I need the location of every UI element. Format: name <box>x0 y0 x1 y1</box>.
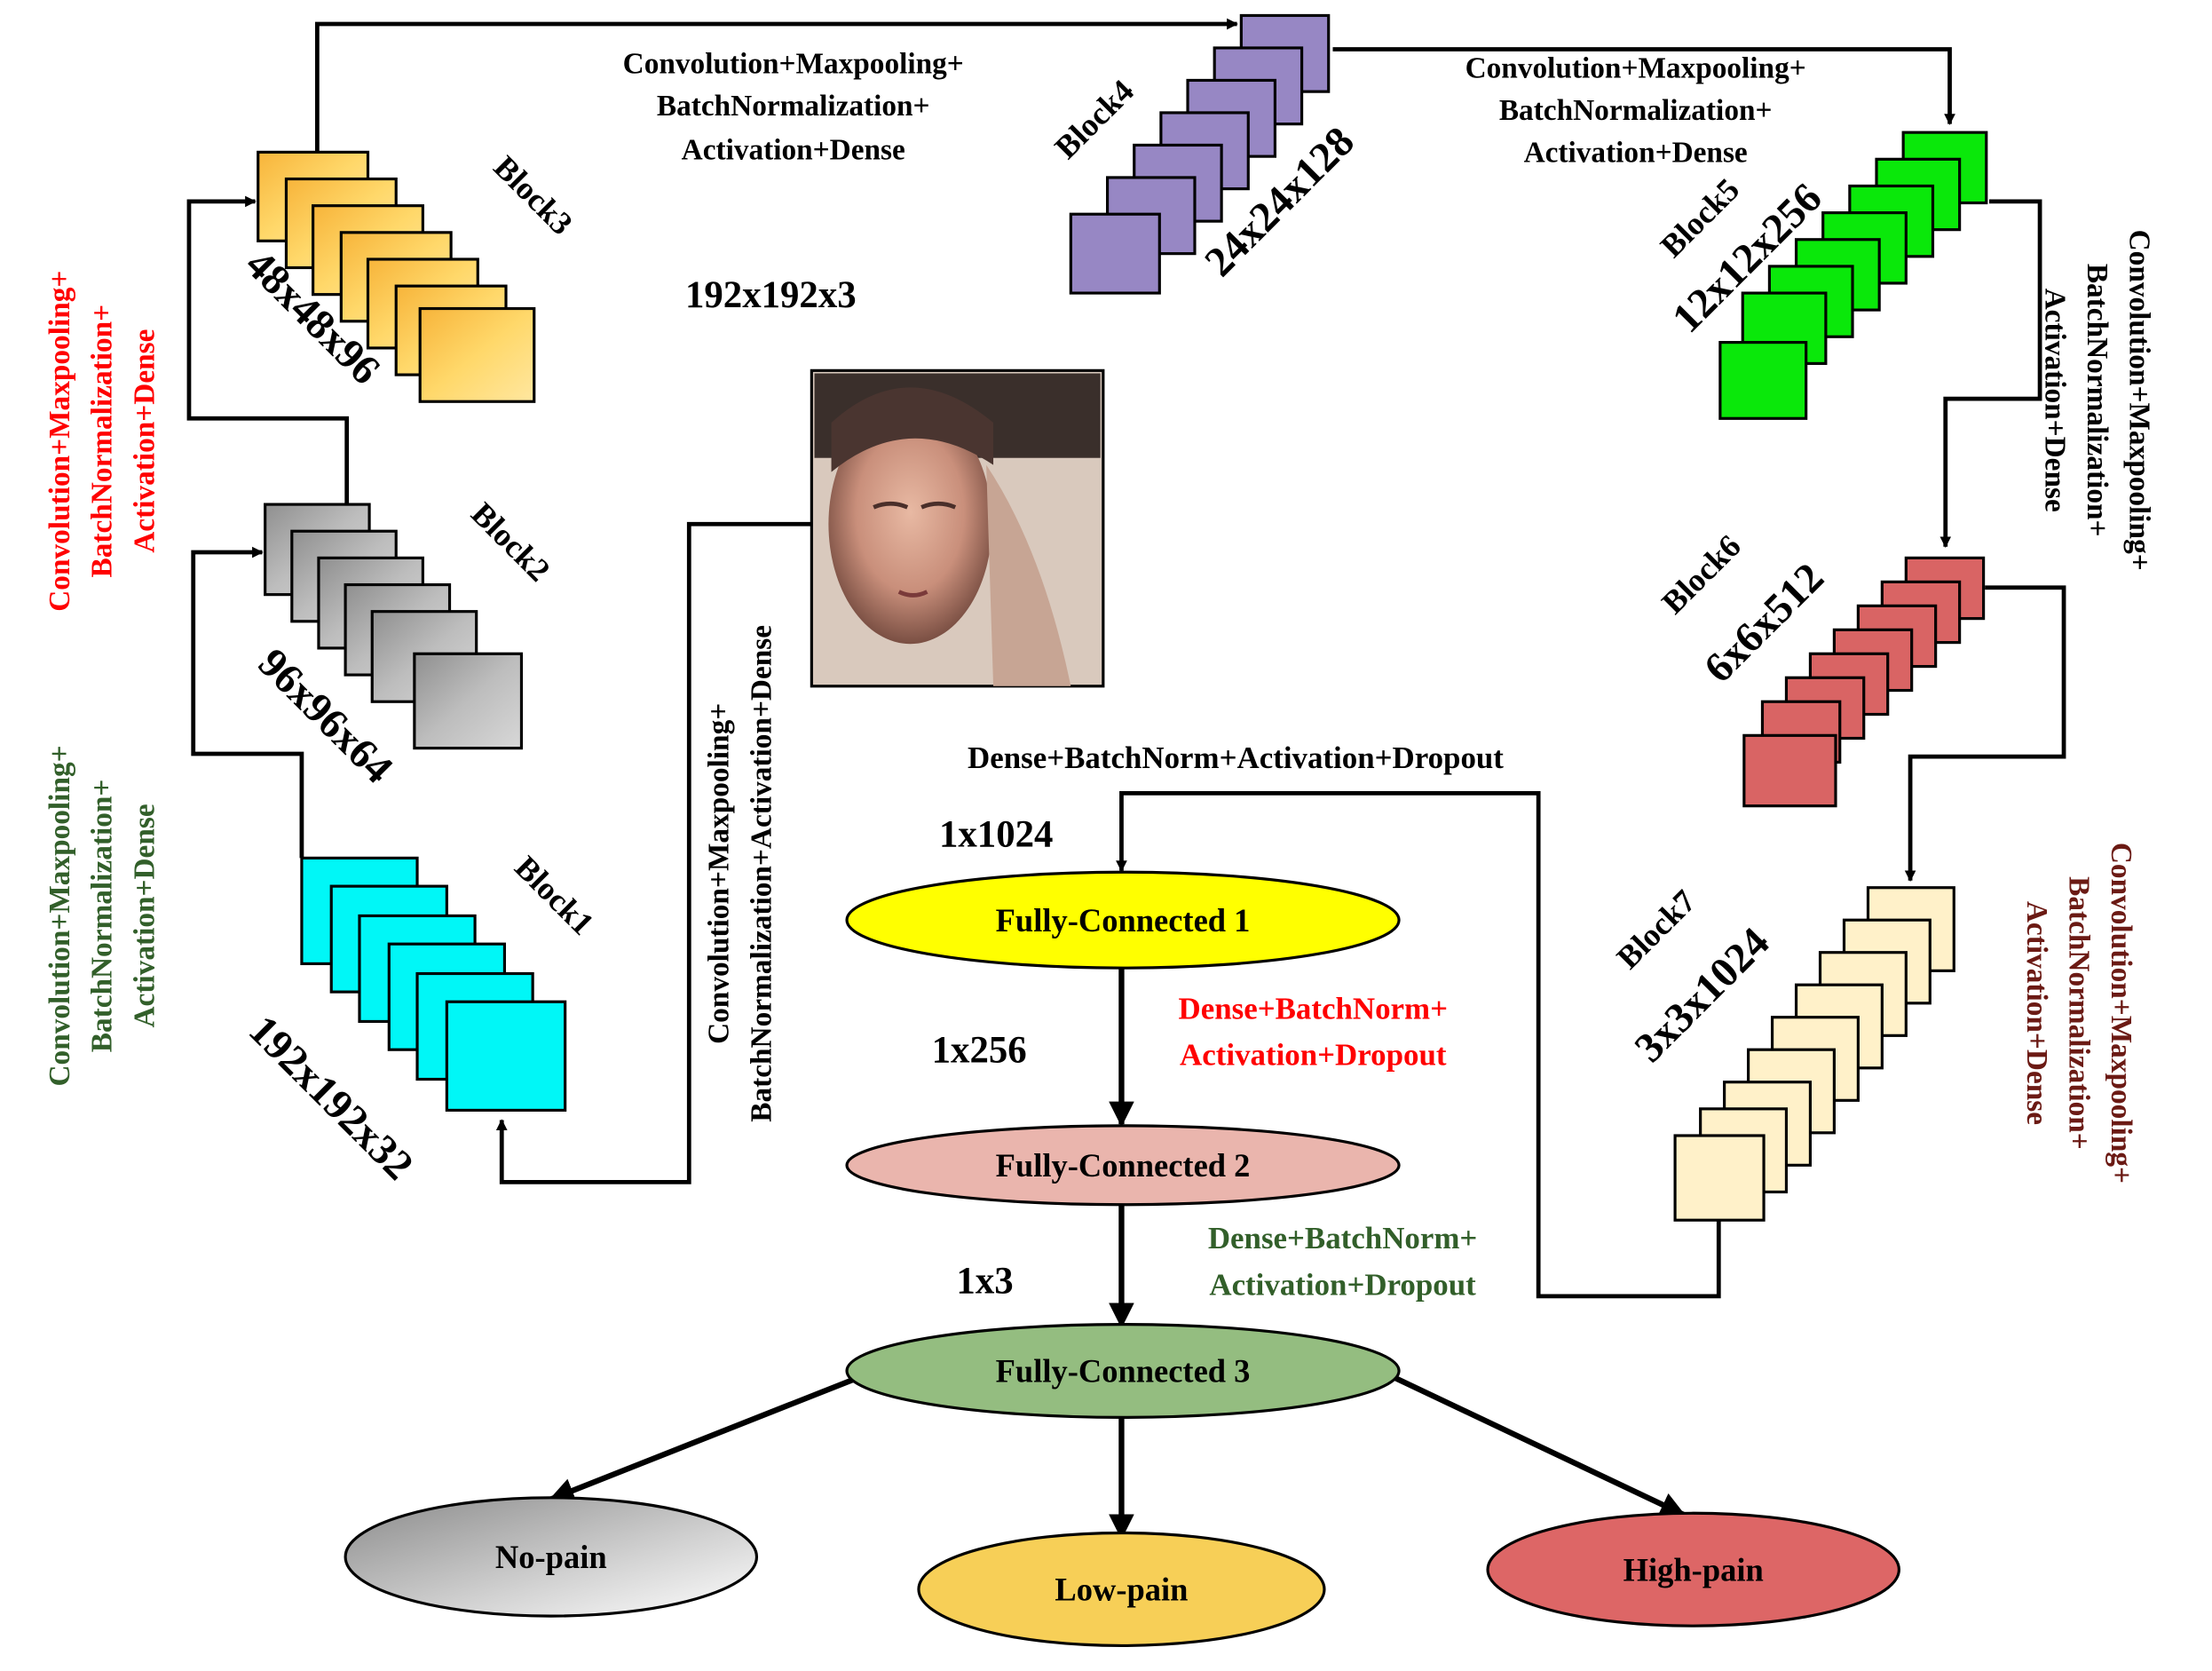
fc3-size: 1x3 <box>956 1261 1013 1303</box>
conv-label-1-2-line1: Convolution+Maxpooling+ <box>43 745 76 1086</box>
dense-label-top: Dense+BatchNorm+Activation+Dropout <box>968 740 1504 775</box>
block3-layer <box>418 306 536 403</box>
block2-stack <box>264 503 524 750</box>
output-nodes <box>344 1496 1900 1648</box>
arrow-block1-to-block2 <box>191 546 304 859</box>
block5-layer <box>1718 341 1808 420</box>
conv-label-2-3-line1: Convolution+Maxpooling+ <box>43 271 76 612</box>
block4-stack <box>1069 13 1331 295</box>
block6-stack <box>1742 556 1986 808</box>
fully-connected-1-node <box>845 870 1401 970</box>
fully-connected-2-node <box>845 1124 1401 1207</box>
block1-layer <box>445 1000 567 1113</box>
block7-layer <box>1673 1134 1766 1222</box>
conv-label-4-5-line2: BatchNormalization+ <box>1499 94 1773 127</box>
block4-name: Block4 <box>1047 72 1141 165</box>
arrow-fc3-to-high-pain <box>1387 1372 1687 1517</box>
conv-label-5-6-line1: Convolution+Maxpooling+ <box>2123 230 2156 571</box>
conv-label-3-4-line2: BatchNormalization+ <box>657 90 930 123</box>
conv-label-5-6: Convolution+Maxpooling+ BatchNormalizati… <box>2038 230 2155 571</box>
fc2-label: Fully-Connected 2 <box>996 1147 1251 1184</box>
block3-stack <box>257 150 536 403</box>
conv-label-6-7-line2: BatchNormalization+ <box>2062 876 2095 1150</box>
arrow-block6-to-block7 <box>1904 585 2066 883</box>
block2-layer <box>413 652 524 750</box>
conv-label-2-3-line3: Activation+Dense <box>128 329 161 553</box>
low-pain-label: Low-pain <box>1055 1572 1188 1608</box>
conv-label-2-3: Convolution+Maxpooling+ BatchNormalizati… <box>43 271 161 612</box>
conv-label-1-2-line2: BatchNormalization+ <box>86 780 119 1053</box>
arrow-fc3-to-no-pain <box>549 1376 856 1503</box>
block4-layer <box>1069 212 1161 295</box>
conv-label-5-6-line2: BatchNormalization+ <box>2081 264 2113 537</box>
block6-layer <box>1742 733 1837 808</box>
block7-stack <box>1673 886 1955 1222</box>
high-pain-label: High-pain <box>1623 1551 1764 1588</box>
conv-label-3-4-line3: Activation+Dense <box>682 133 905 166</box>
fc2-size: 1x256 <box>932 1029 1027 1071</box>
arrow-block3-to-block4 <box>314 18 1238 153</box>
no-pain-label: No-pain <box>495 1539 607 1575</box>
connector-lines <box>186 18 2066 1299</box>
low-pain-node <box>917 1531 1326 1648</box>
no-pain-node <box>344 1496 759 1618</box>
dense-label-fc2-fc3-line2: Activation+Dropout <box>1209 1267 1476 1302</box>
arrow-input-to-block1 <box>495 521 812 1184</box>
conv-label-1-2: Convolution+Maxpooling+ BatchNormalizati… <box>43 745 161 1086</box>
fc3-label: Fully-Connected 3 <box>996 1353 1251 1390</box>
block3-name: Block3 <box>487 148 581 242</box>
block1-name: Block1 <box>508 849 601 942</box>
fc1-label: Fully-Connected 1 <box>996 902 1251 938</box>
block7-name: Block7 <box>1609 883 1702 976</box>
arrow-block7-to-fc1 <box>1116 791 1721 1299</box>
high-pain-node <box>1486 1511 1900 1627</box>
fc1-size: 1x1024 <box>939 814 1053 856</box>
conv-label-input: Convolution+Maxpooling+ BatchNormalizati… <box>703 625 778 1122</box>
conv-label-input-line1: Convolution+Maxpooling+ <box>703 703 736 1044</box>
dense-label-fc1-fc2-line2: Activation+Dropout <box>1180 1038 1447 1073</box>
conv-label-6-7-line1: Convolution+Maxpooling+ <box>2105 843 2137 1184</box>
block6-name: Block6 <box>1655 527 1748 621</box>
conv-label-4-5-line1: Convolution+Maxpooling+ <box>1465 51 1806 84</box>
conv-label-1-2-line3: Activation+Dense <box>128 804 161 1027</box>
conv-label-6-7-line3: Activation+Dense <box>2020 901 2053 1125</box>
fc-nodes <box>845 870 1401 1419</box>
fully-connected-3-node <box>845 1323 1401 1419</box>
dense-label-fc2-fc3-line1: Dense+BatchNorm+ <box>1208 1221 1477 1255</box>
conv-label-3-4-line1: Convolution+Maxpooling+ <box>623 48 964 81</box>
arrow-block2-to-block3 <box>186 195 350 503</box>
dense-label-fc1-fc2-line1: Dense+BatchNorm+ <box>1179 991 1448 1026</box>
conv-label-2-3-line2: BatchNormalization+ <box>86 305 119 578</box>
fc-arrows <box>549 966 1687 1540</box>
conv-label-6-7: Convolution+Maxpooling+ BatchNormalizati… <box>2020 843 2137 1184</box>
block2-name: Block2 <box>464 495 557 589</box>
conv-label-5-6-line3: Activation+Dense <box>2038 289 2071 512</box>
block1-stack <box>300 856 567 1113</box>
face-photo-icon <box>810 368 1105 688</box>
input-size-label: 192x192x3 <box>685 274 857 316</box>
arrow-block4-to-block5 <box>1332 47 1955 125</box>
conv-label-4-5-line3: Activation+Dense <box>1524 136 1748 169</box>
conv-label-input-line2: BatchNormalization+Activation+Dense <box>745 625 778 1122</box>
block5-stack <box>1718 131 1988 420</box>
arrow-block5-to-block6 <box>1939 199 2042 548</box>
